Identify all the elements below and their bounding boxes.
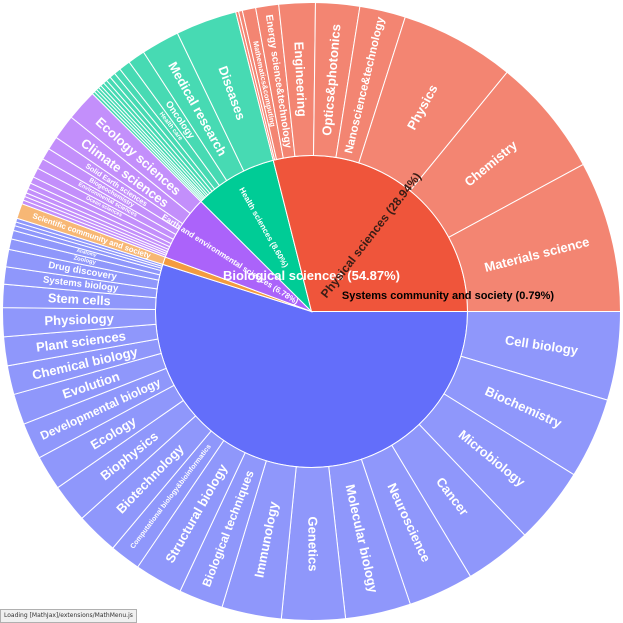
subsector-label-anatomy: Anatomy xyxy=(76,248,98,259)
sector-label-biological-sciences: Biological sciences (54.87%) xyxy=(223,268,400,283)
subsector-label-stem-cells: Stem cells xyxy=(48,291,111,308)
subsector-label-physiology: Physiology xyxy=(44,311,115,328)
status-bar: Loading [MathJax]/extensions/MathMenu.js xyxy=(0,609,137,623)
subsector-label-genetics: Genetics xyxy=(305,516,320,571)
subsector-materials-science-4-9[interactable] xyxy=(448,163,622,312)
sector-label-systems-community-and-society: Systems community and society (0.79%) xyxy=(342,290,554,302)
subsector-label-zoology: Zoology xyxy=(73,255,97,266)
subsector-label-engineering: Engineering xyxy=(291,41,310,117)
